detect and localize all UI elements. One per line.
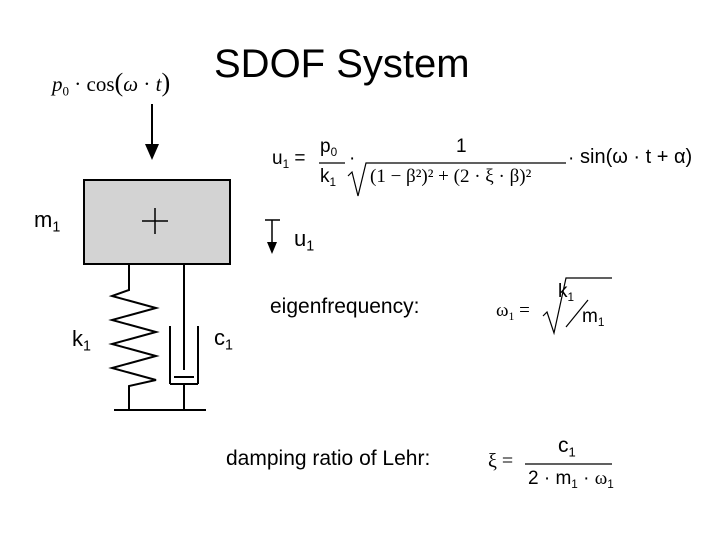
spring [108, 264, 160, 410]
equation-denominator: (1 − β²)² + (2 · ξ · β)² [370, 166, 532, 187]
center-mark [142, 208, 168, 234]
force-arrow [145, 104, 159, 160]
mass-label: m1 [34, 207, 61, 236]
mass-block [83, 179, 231, 265]
eigenfrequency-label: eigenfrequency: [270, 295, 420, 318]
displacement-arrow [265, 219, 280, 254]
equation-p: p0 [320, 136, 338, 160]
damper [169, 264, 199, 410]
damping-label: damping ratio of Lehr: [226, 447, 431, 470]
equation-one: 1 [456, 136, 467, 157]
spring-label: k1 [72, 326, 91, 355]
equation-lhs: u1 = [272, 148, 306, 172]
displacement-label: u1 [294, 226, 315, 255]
equation-rhs: sin(ω · t + α) [580, 146, 693, 168]
slide-title: SDOF System [214, 42, 470, 86]
damper-label: c1 [214, 325, 233, 354]
force-label: p0 · cos(ω · t) [52, 68, 171, 99]
equation-k: k1 [320, 166, 337, 190]
